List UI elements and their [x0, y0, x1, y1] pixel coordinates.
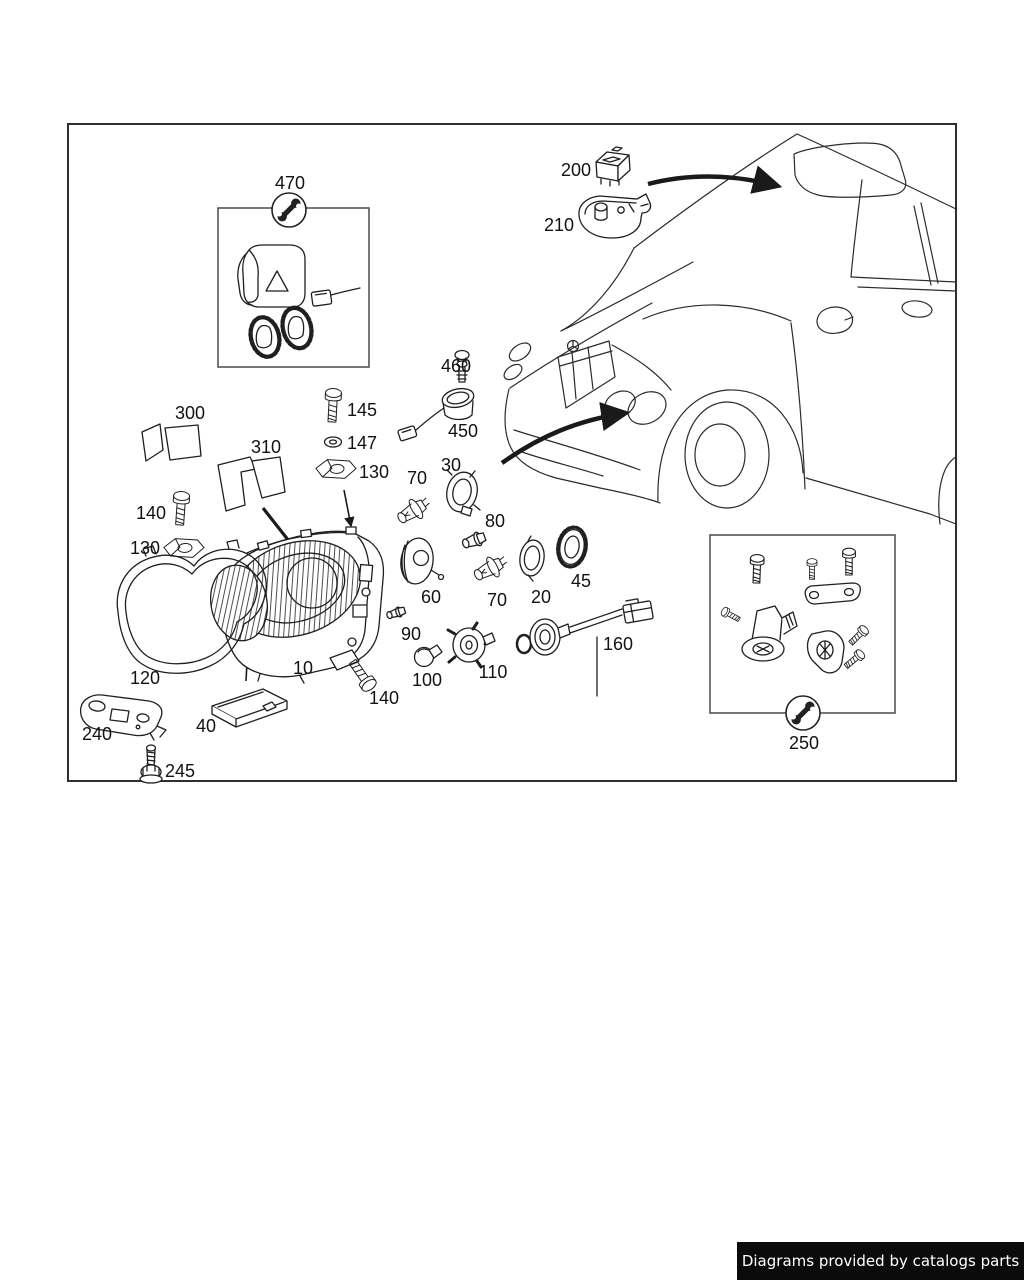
part-label-45: 45: [571, 571, 591, 591]
part-200-sensor: [595, 146, 631, 187]
part-147-washer: [323, 436, 343, 448]
part-label-250: 250: [789, 733, 819, 753]
part-label-70: 70: [407, 468, 427, 488]
part-label-110: 110: [479, 662, 508, 682]
arrow-to-headlamp: [500, 402, 631, 465]
part-label-147: 147: [347, 433, 377, 453]
part-label-210: 210: [544, 215, 574, 235]
part-label-130b: 130: [130, 538, 160, 558]
part-40-control-unit: [211, 688, 288, 728]
part-label-310: 310: [251, 437, 281, 457]
part-300-pads: [141, 423, 202, 462]
part-100-bulb: [413, 644, 443, 668]
part-label-450: 450: [448, 421, 478, 441]
part-460-rivet: [454, 349, 470, 383]
kit-box-250: [709, 534, 896, 731]
part-label-300: 300: [175, 403, 205, 423]
part-label-40: 40: [196, 716, 216, 736]
part-label-30: 30: [441, 455, 461, 475]
part-label-470: 470: [275, 173, 305, 193]
part-label-60: 60: [421, 587, 441, 607]
part-90-bulb: [386, 606, 407, 620]
part-label-120: 120: [130, 668, 160, 688]
part-label-160: 160: [603, 634, 633, 654]
part-30-ring: [446, 469, 481, 517]
footer-credit-text: Diagrams provided by catalogs parts: [741, 1252, 1020, 1270]
part-110-socket: [446, 621, 496, 669]
part-label-70b: 70: [487, 590, 507, 610]
part-label-20: 20: [531, 587, 551, 607]
footer-credit-bar: Diagrams provided by catalogs parts: [737, 1242, 1024, 1280]
part-210-housing: [578, 193, 652, 239]
part-label-140: 140: [136, 503, 166, 523]
part-label-240: 240: [82, 724, 112, 744]
part-labels: 470 200 210 460 450 145 147 130 300 310 …: [82, 160, 819, 781]
part-label-245: 245: [165, 761, 195, 781]
part-label-90: 90: [401, 624, 421, 644]
part-label-460: 460: [441, 356, 471, 376]
part-120-gasket: [116, 539, 267, 674]
part-label-100: 100: [412, 670, 442, 690]
part-label-200: 200: [561, 160, 591, 180]
arrow-clip-to-lamp: [343, 489, 355, 528]
part-80-bulb: [461, 531, 487, 549]
part-label-130: 130: [359, 462, 389, 482]
part-60-adjuster: [400, 537, 445, 585]
part-label-10: 10: [293, 658, 313, 678]
part-245-screw: [139, 744, 163, 784]
part-450-cap: [397, 387, 475, 442]
part-45-toothed-ring: [556, 525, 588, 569]
part-160-igniter-cable: [515, 598, 654, 697]
part-240-bracket: [79, 694, 167, 741]
part-label-140b: 140: [369, 688, 399, 708]
part-20-ring: [519, 535, 545, 582]
part-label-145: 145: [347, 400, 377, 420]
part-310-pads: [217, 456, 286, 512]
arrow-to-roof: [647, 165, 783, 194]
part-10-headlamp-unit: [209, 526, 385, 684]
part-label-80: 80: [485, 511, 505, 531]
kit-box-470: [217, 192, 370, 368]
